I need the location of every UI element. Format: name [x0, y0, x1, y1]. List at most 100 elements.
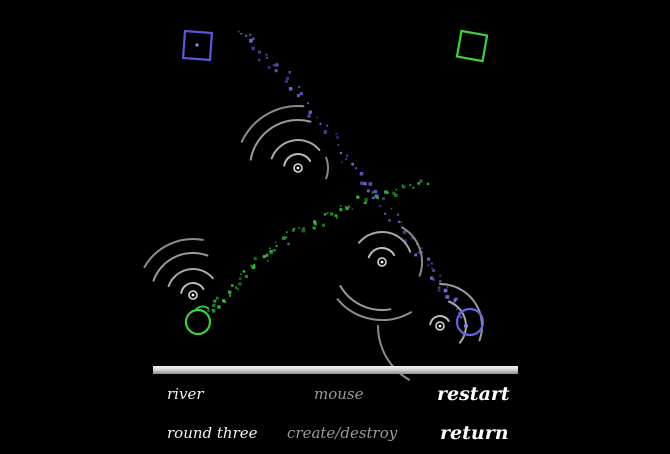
trail-particle	[330, 212, 334, 216]
trail-particle	[319, 122, 322, 125]
return-button[interactable]: return	[440, 422, 509, 444]
trail-particle	[222, 300, 225, 303]
trail-particle	[296, 94, 300, 98]
trail-particle	[356, 195, 360, 199]
trail-particle	[417, 182, 420, 185]
trail-particle	[299, 92, 303, 96]
trail-particle	[363, 202, 366, 205]
trail-particle	[445, 295, 450, 299]
trail-particle	[248, 33, 252, 37]
trail-particle	[240, 273, 242, 276]
trail-particle	[345, 158, 347, 160]
trail-particle	[400, 221, 402, 224]
input-mode-label: mouse	[314, 385, 364, 403]
trail-particle	[392, 191, 396, 195]
trail-particle	[411, 237, 414, 240]
trail-particle	[275, 241, 277, 244]
ripple-ring	[439, 282, 484, 342]
ripple-ring	[167, 268, 214, 288]
trail-particle	[288, 87, 293, 91]
trail-particle	[403, 239, 408, 243]
trail-particle	[426, 182, 430, 185]
trail-particle	[326, 212, 329, 215]
ripple-core	[188, 290, 198, 300]
trail-particle	[382, 197, 385, 201]
trail-particle	[326, 124, 329, 127]
trail-particle	[291, 228, 295, 232]
trail-particle	[445, 295, 448, 299]
blue-goal-square-icon	[181, 29, 214, 62]
trail-particle	[364, 198, 368, 202]
trail-particle	[266, 56, 268, 59]
trail-particle	[453, 299, 457, 303]
trail-particle	[245, 34, 248, 37]
ripple-emitter[interactable]	[240, 104, 329, 180]
ripple-emitter[interactable]	[336, 226, 423, 321]
trail-particle	[363, 182, 367, 186]
trail-particle	[266, 259, 269, 262]
ripple-emitter[interactable]	[143, 238, 214, 300]
trail-particle	[339, 208, 343, 212]
trail-particle	[432, 269, 435, 272]
ripple-core	[293, 163, 303, 173]
ripple-ring	[367, 246, 396, 259]
trail-particle	[229, 294, 232, 296]
trail-particle	[337, 144, 339, 146]
trail-particle	[216, 305, 221, 309]
ripple-dot	[438, 324, 442, 328]
ripple-core	[435, 321, 445, 331]
trail-particle	[439, 280, 442, 283]
trail-particle	[240, 32, 242, 35]
trail-particle	[286, 231, 288, 233]
trail-particle	[444, 288, 448, 293]
trail-particle	[253, 263, 256, 266]
trail-particle	[287, 242, 290, 246]
trail-particle	[431, 267, 433, 270]
blue-ball-circle-icon	[455, 307, 485, 337]
trail-particle	[390, 207, 393, 210]
trail-particle	[207, 309, 210, 312]
trail-particle	[251, 46, 255, 51]
trail-particle	[366, 189, 370, 193]
trail-particle	[359, 172, 364, 176]
trail-particle	[388, 219, 391, 222]
trail-particle	[213, 299, 217, 303]
trail-particle	[386, 191, 389, 194]
trail-particle	[335, 133, 338, 136]
trail-particle	[347, 205, 351, 209]
restart-button[interactable]: restart	[437, 383, 510, 405]
trail-particle	[455, 308, 458, 310]
trail-particle	[371, 191, 375, 194]
trail-particle	[273, 249, 276, 252]
trail-particle	[454, 297, 458, 301]
trail-particle	[244, 274, 248, 278]
trail-particle	[229, 295, 231, 297]
trail-particle	[322, 223, 326, 227]
trail-particle	[288, 71, 291, 74]
trail-particle	[285, 80, 288, 83]
trail-particle	[238, 277, 242, 281]
trail-particle	[414, 253, 418, 257]
trail-particle	[265, 53, 268, 56]
trail-particle	[384, 190, 388, 194]
trail-particle	[316, 116, 319, 119]
ripple-dot	[296, 166, 300, 170]
trail-particle	[360, 181, 364, 185]
level-name-label: river	[167, 385, 204, 403]
trail-particle	[237, 288, 239, 291]
trail-particle	[368, 182, 373, 186]
trail-particle	[446, 286, 449, 289]
trail-particle	[282, 236, 286, 240]
trail-particle	[230, 284, 234, 287]
ripple-ring	[358, 230, 412, 253]
trail-particle	[404, 230, 407, 233]
trail-particle	[401, 185, 404, 188]
trail-particle	[249, 39, 253, 43]
trail-particle	[427, 264, 430, 267]
trail-particle	[323, 130, 328, 134]
trail-particle	[459, 315, 463, 319]
trail-particle	[372, 196, 375, 200]
ripple-emitter[interactable]	[377, 282, 484, 381]
